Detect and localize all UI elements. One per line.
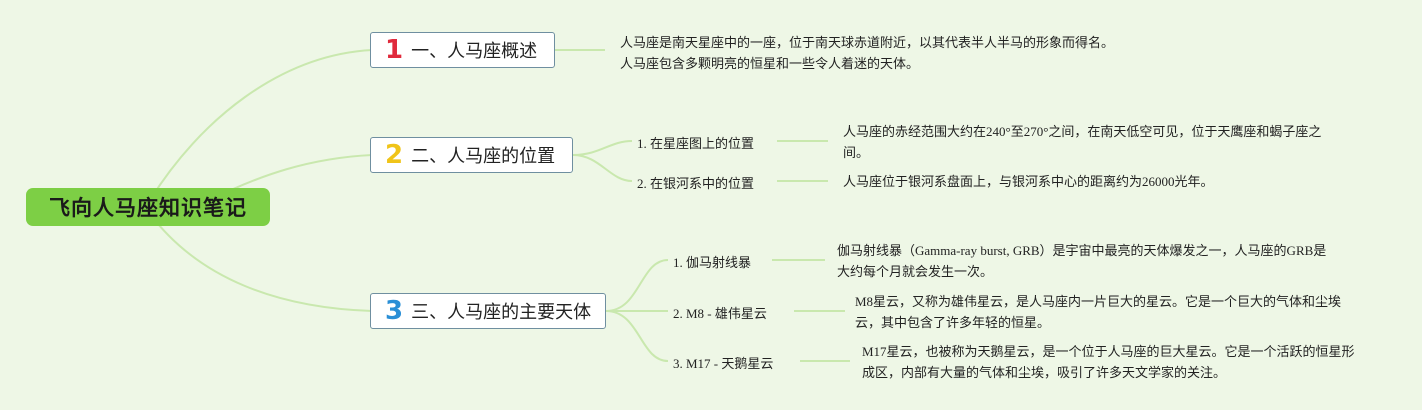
number-3-icon: 3 — [385, 296, 404, 326]
topic-overview-label: 一、人马座概述 — [411, 41, 538, 62]
topic-objects[interactable]: 3 三、人马座的主要天体 — [370, 293, 606, 329]
grb-description: 伽马射线暴（Gamma-ray burst, GRB）是宇宙中最亮的天体爆发之一… — [837, 243, 1327, 279]
m8-description: M8星云，又称为雄伟星云，是人马座内一片巨大的星云。它是一个巨大的气体和尘埃云，… — [855, 294, 1342, 330]
m17-description: M17星云，也被称为天鹅星云，是一个位于人马座的巨大星云。它是一个活跃的恒星形成… — [862, 344, 1355, 380]
chart-position-description: 人马座的赤经范围大约在240°至270°之间，在南天低空可见，位于天鹰座和蝎子座… — [843, 124, 1322, 160]
root-topic[interactable]: 飞向人马座知识笔记 — [26, 188, 270, 226]
overview-description: 人马座是南天星座中的一座，位于南天球赤道附近，以其代表半人半马的形象而得名。人马… — [620, 35, 1115, 71]
topic-objects-label: 三、人马座的主要天体 — [411, 302, 592, 323]
topic-position[interactable]: 2 二、人马座的位置 — [370, 137, 573, 173]
number-2-icon: 2 — [385, 140, 404, 170]
subtopic-m17[interactable]: 3. M17 - 天鹅星云 — [673, 356, 774, 371]
topic-position-label: 二、人马座的位置 — [411, 146, 556, 167]
number-1-icon: 1 — [385, 35, 404, 65]
subtopic-grb[interactable]: 1. 伽马射线暴 — [673, 255, 752, 270]
subtopic-m8[interactable]: 2. M8 - 雄伟星云 — [673, 306, 767, 321]
galaxy-position-description: 人马座位于银河系盘面上，与银河系中心的距离约为26000光年。 — [843, 174, 1214, 189]
subtopic-galaxy-position[interactable]: 2. 在银河系中的位置 — [637, 176, 755, 191]
topic-overview[interactable]: 1 一、人马座概述 — [370, 32, 555, 68]
subtopic-chart-position[interactable]: 1. 在星座图上的位置 — [637, 136, 755, 151]
